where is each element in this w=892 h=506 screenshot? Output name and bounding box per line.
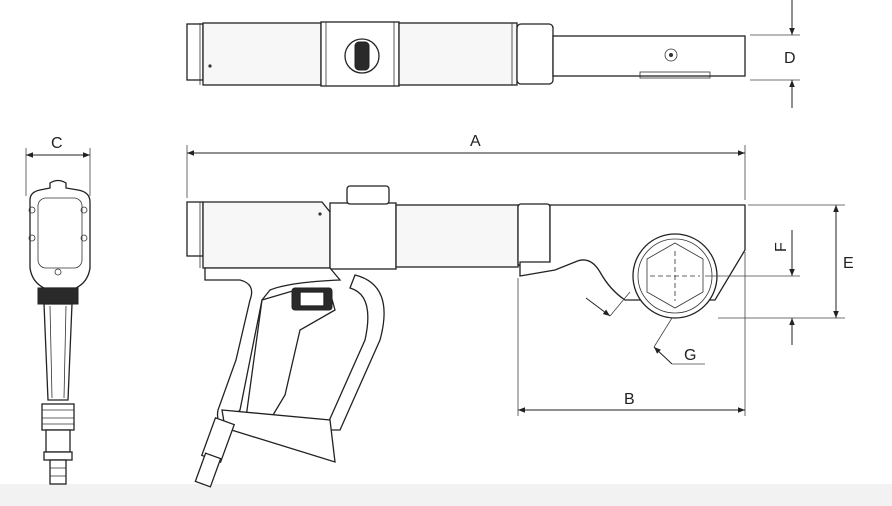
dimension-label-e: E [843,255,854,272]
dimension-e: E [718,204,854,319]
dimension-d: D [750,0,800,108]
dimension-label-a: A [470,133,481,150]
bottom-band [0,484,892,506]
dimension-f: F [705,230,800,345]
dimension-b: B [517,252,746,416]
dimension-g: G [585,291,705,365]
dimension-a: A [186,133,746,200]
top-view [186,21,746,87]
dimension-label-f: F [773,242,790,252]
dimension-label-b: B [624,391,635,408]
dimension-label-g: G [684,347,696,364]
dimension-c: C [25,135,91,196]
side-view [186,185,746,488]
dimension-label-d: D [784,50,796,67]
end-view [28,179,91,485]
dimension-label-c: C [51,135,63,152]
